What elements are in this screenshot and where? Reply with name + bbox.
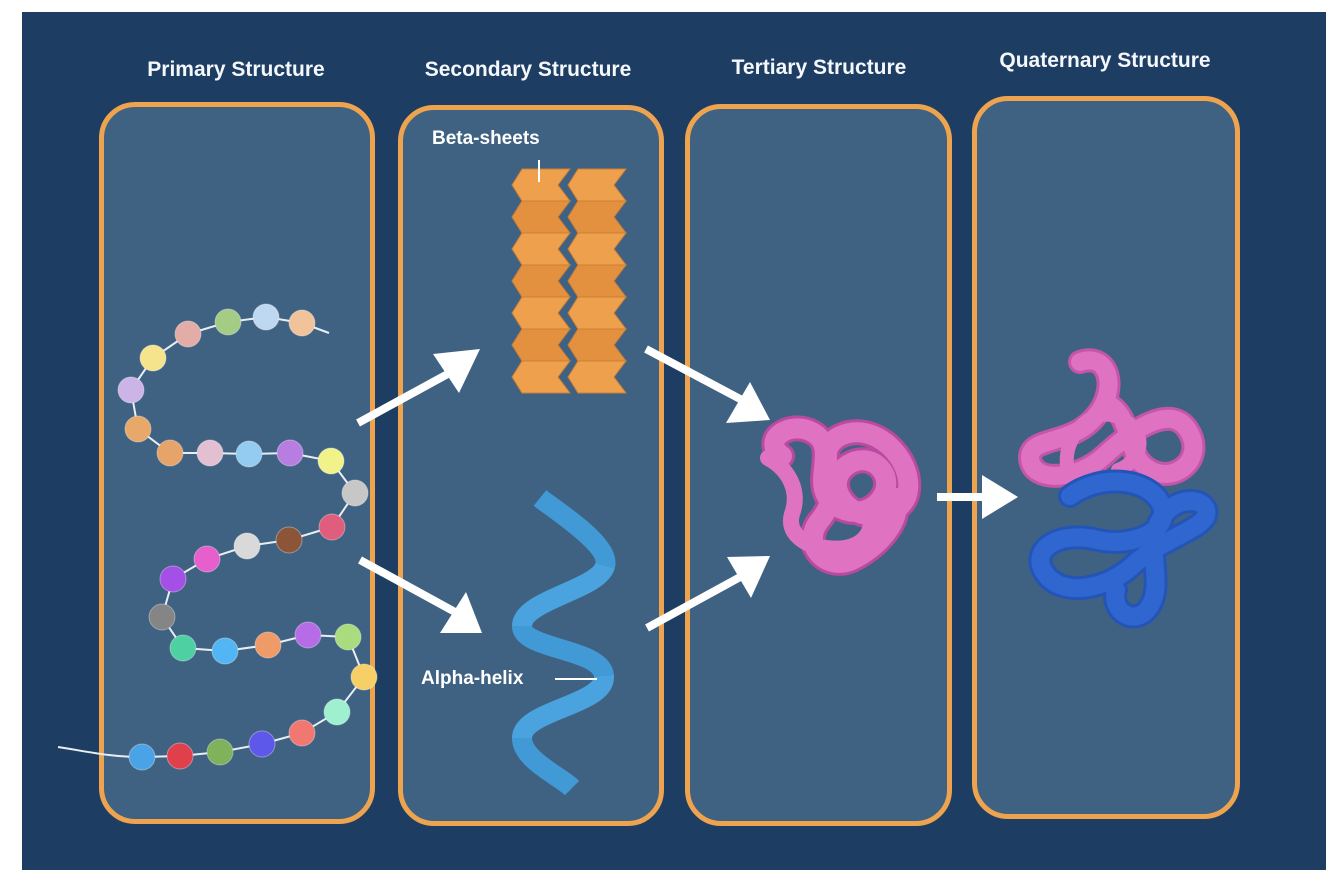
beta-strand-segment xyxy=(567,264,627,298)
arrow-primary-to-alpha xyxy=(358,556,482,633)
amino-acid-bead xyxy=(288,309,316,337)
amino-acid-bead xyxy=(169,634,197,662)
amino-acid-bead xyxy=(156,439,184,467)
amino-acid-bead xyxy=(317,447,345,475)
beta-sheets-graphic xyxy=(511,168,627,394)
beta-strand-segment xyxy=(511,232,571,266)
amino-acid-bead xyxy=(159,565,187,593)
amino-acid-bead xyxy=(288,719,316,747)
amino-acid-bead xyxy=(148,603,176,631)
amino-acid-bead xyxy=(323,698,351,726)
amino-acid-bead xyxy=(139,344,167,372)
amino-acid-bead xyxy=(294,621,322,649)
secondary-structure-title: Secondary Structure xyxy=(424,58,632,81)
beta-strand-segment xyxy=(567,232,627,266)
alpha-helix-graphic xyxy=(511,490,616,796)
beta-sheets-label: Beta-sheets xyxy=(432,128,540,149)
amino-acid-bead xyxy=(233,532,261,560)
beta-strand-segment xyxy=(511,328,571,362)
beta-strand-segment xyxy=(511,264,571,298)
amino-acid-bead xyxy=(275,526,303,554)
amino-acid-bead xyxy=(276,439,304,467)
tertiary-protein-blob xyxy=(760,415,922,576)
amino-acid-bead xyxy=(254,631,282,659)
beta-strand-segment xyxy=(567,328,627,362)
amino-acid-bead xyxy=(206,738,234,766)
amino-acid-bead xyxy=(214,308,242,336)
amino-acid-beads xyxy=(117,303,378,771)
amino-acid-bead xyxy=(166,742,194,770)
quaternary-structure-title: Quaternary Structure xyxy=(999,49,1211,72)
amino-acid-bead xyxy=(341,479,369,507)
amino-acid-bead xyxy=(193,545,221,573)
arrow-tertiary-to-quaternary xyxy=(937,475,1018,519)
beta-strand-segment xyxy=(567,168,627,202)
amino-acid-bead xyxy=(252,303,280,331)
beta-strand-segment xyxy=(511,360,571,394)
alpha-helix-label: Alpha-helix xyxy=(421,668,524,689)
quaternary-protein-complex xyxy=(1017,348,1219,629)
amino-acid-bead xyxy=(318,513,346,541)
arrow-alpha-to-tertiary xyxy=(645,556,770,632)
beta-strand-segment xyxy=(511,200,571,234)
amino-acid-bead xyxy=(235,440,263,468)
tertiary-structure-title: Tertiary Structure xyxy=(731,56,907,79)
amino-acid-bead xyxy=(117,376,145,404)
amino-acid-bead xyxy=(334,623,362,651)
amino-acid-bead xyxy=(128,743,156,771)
arrow-primary-to-beta xyxy=(356,349,480,427)
arrow-beta-to-tertiary xyxy=(644,345,770,423)
amino-acid-bead xyxy=(248,730,276,758)
peptide-chain-line xyxy=(57,315,366,759)
primary-structure-title: Primary Structure xyxy=(147,58,325,81)
beta-strand-segment xyxy=(511,296,571,330)
beta-strand-segment xyxy=(511,168,571,202)
amino-acid-bead xyxy=(174,320,202,348)
amino-acid-bead xyxy=(350,663,378,691)
beta-strand-segment xyxy=(567,360,627,394)
amino-acid-bead xyxy=(211,637,239,665)
beta-strand-segment xyxy=(567,200,627,234)
beta-strand-segment xyxy=(567,296,627,330)
amino-acid-bead xyxy=(124,415,152,443)
amino-acid-bead xyxy=(196,439,224,467)
